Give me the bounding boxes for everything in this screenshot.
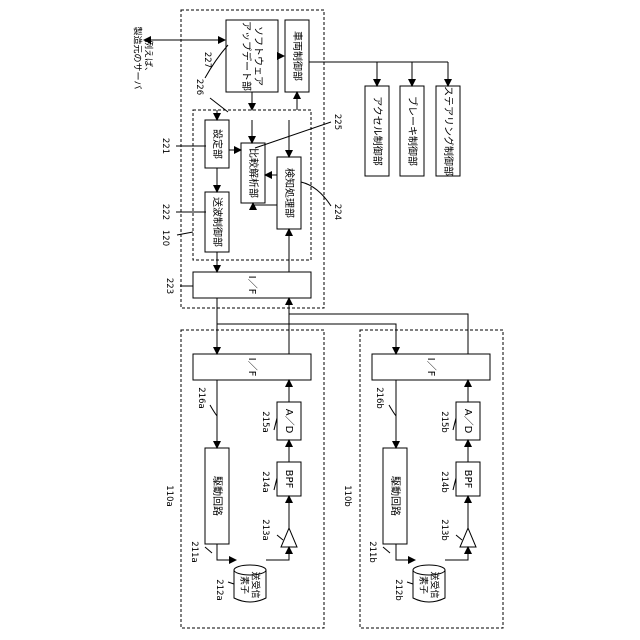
ref-211b: 211b (368, 541, 378, 563)
amplifier-b (460, 528, 476, 547)
ref-224: 224 (333, 204, 343, 220)
ref-226: 226 (195, 79, 205, 95)
ref-214a: 214a (261, 471, 271, 492)
tx-control-label: 送波制御部 (211, 197, 224, 247)
ref-212a: 212a (215, 579, 225, 600)
brake-control-label: ブレーキ制御部 (406, 96, 419, 166)
vehicle-control-label: 車両制御部 (291, 31, 304, 81)
ref-221: 221 (161, 138, 171, 154)
drive-b-label: 駆動回路 (389, 476, 402, 516)
ref-110a: 110a (165, 485, 175, 506)
ref-223: 223 (165, 278, 175, 294)
steering-control-label: ステアリング制御部 (442, 86, 455, 176)
ref-225: 225 (333, 114, 343, 130)
server-label: 例えば、製造元のサーバ (132, 27, 155, 90)
ref-215a: 215a (261, 411, 271, 432)
ref-214b: 214b (440, 471, 450, 493)
if-b-label: I／F (425, 358, 437, 377)
if-main-label: I／F (246, 276, 258, 295)
ref-216a: 216a (197, 387, 207, 408)
ref-211a: 211a (190, 541, 200, 562)
bpf-a-label: BPF (283, 470, 294, 489)
detection-label: 検知処理部 (283, 168, 296, 218)
ref-216b: 216b (375, 387, 385, 409)
comparison-label: 比較解析部 (247, 148, 260, 198)
accel-control-label: アクセル制御部 (371, 96, 384, 166)
if-a-label: I／F (246, 358, 258, 377)
ref-227: 227 (203, 52, 213, 68)
transducer-b (413, 565, 445, 602)
ref-110b: 110b (343, 485, 353, 507)
ref-212b: 212b (394, 579, 404, 601)
drive-a-label: 駆動回路 (211, 476, 224, 516)
ref-213b: 213b (440, 519, 450, 541)
amplifier-a (281, 528, 297, 547)
ref-215b: 215b (440, 411, 450, 433)
bpf-b-label: BPF (462, 470, 473, 489)
adc-b-label: A／D (462, 409, 474, 434)
ref-222: 222 (161, 204, 171, 220)
adc-a-label: A／D (283, 409, 295, 434)
software-update-block (226, 20, 278, 92)
setting-label: 設定部 (211, 129, 224, 159)
software-update-label: ソフトウェアアップデート部 (240, 21, 264, 91)
ref-120: 120 (161, 230, 171, 246)
transducer-b-label: 送受信素子 (418, 571, 441, 598)
transducer-a (234, 565, 266, 602)
transducer-a-label: 送受信素子 (239, 571, 262, 598)
ref-213a: 213a (261, 519, 271, 540)
